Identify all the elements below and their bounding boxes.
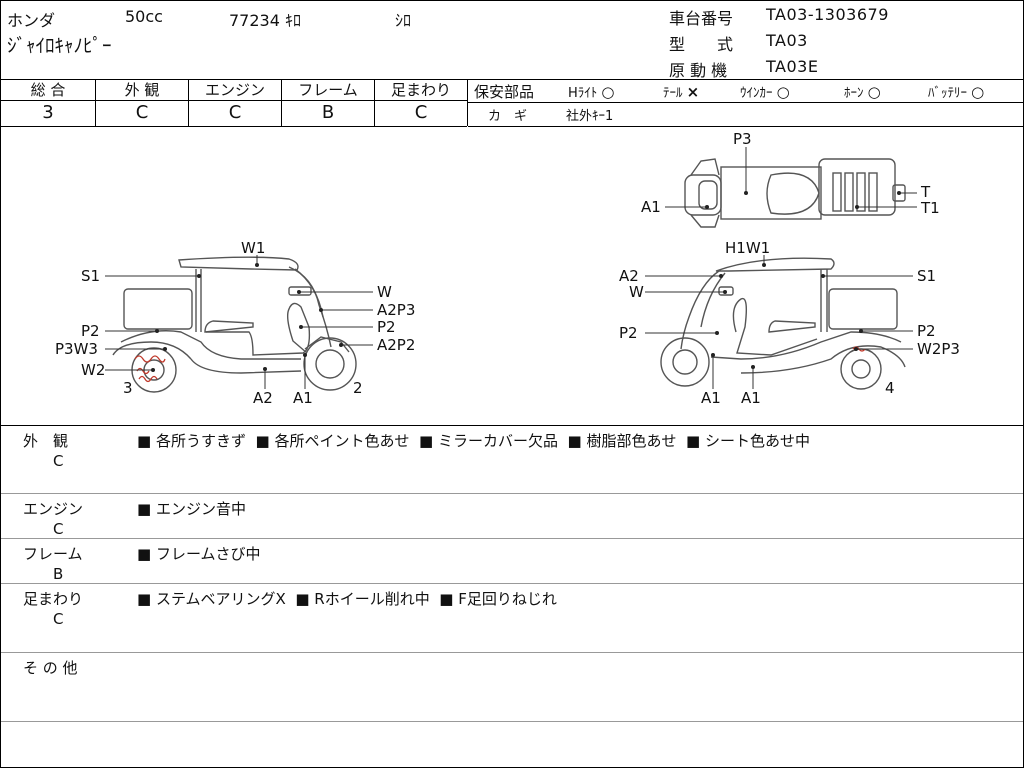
- note-category: 足まわり: [23, 590, 84, 608]
- safety-item: ｳｲﾝｶｰ ○: [740, 83, 790, 101]
- mileage: 77234 ｷﾛ: [229, 11, 301, 30]
- leader-dots: [151, 191, 901, 372]
- grade-table: 総 合 3 外 観 C エンジン C フレーム B 足まわり C: [1, 80, 468, 127]
- grade-value: 3: [42, 102, 54, 123]
- label-w2p3: W2P3: [917, 340, 960, 358]
- type-label: 型 式: [669, 35, 734, 54]
- safety-item: ﾃｰﾙ ×: [663, 83, 700, 101]
- engine-value: TA03E: [766, 57, 819, 76]
- grade-value: B: [321, 102, 335, 123]
- damage-marks: [134, 346, 866, 383]
- type-value: TA03: [766, 31, 808, 50]
- frame-no: TA03-1303679: [766, 5, 889, 24]
- safety-item: ﾊﾞｯﾃﾘｰ ○: [928, 83, 985, 101]
- key-value: 社外ｷｰ1: [566, 109, 614, 124]
- note-items: ■ ステムベアリングX ■ Rホイール削れ中 ■ F足回りねじれ: [137, 590, 557, 608]
- label-w: W: [377, 283, 392, 301]
- label-a2p2: A2P2: [377, 336, 415, 354]
- grade-frame: フレーム B: [282, 80, 375, 126]
- label-a1: A1: [293, 389, 313, 407]
- note-grade: B: [53, 565, 64, 583]
- label-p2-right-front: P2: [619, 324, 638, 342]
- color: ｼﾛ: [395, 11, 412, 30]
- key-row: カ ギ 社外ｷｰ1: [468, 103, 1023, 125]
- label-p3-top: P3: [733, 130, 752, 148]
- label-s1-right: S1: [917, 267, 936, 285]
- note-engine: エンジン C ■ エンジン音中: [1, 494, 1023, 539]
- label-t1: T1: [920, 199, 940, 217]
- note-category: そ の 他: [23, 659, 78, 677]
- label-w1: W1: [241, 239, 265, 257]
- maker: ホンダ: [7, 11, 56, 30]
- grade-value: C: [135, 102, 149, 123]
- note-suspension: 足まわり C ■ ステムベアリングX ■ Rホイール削れ中 ■ F足回りねじれ: [1, 584, 1023, 653]
- label-2: 2: [353, 379, 363, 397]
- engine-label: 原 動 機: [669, 61, 728, 80]
- top-view: [684, 158, 906, 228]
- note-items: ■ 各所うすきず ■ 各所ペイント色あせ ■ ミラーカバー欠品 ■ 樹脂部色あせ…: [137, 432, 810, 450]
- label-3: 3: [123, 379, 133, 397]
- model-name: ｼﾞｬｲﾛｷｬﾉﾋﾟｰ: [7, 35, 112, 57]
- label-h1w1: H1W1: [725, 239, 770, 257]
- frame-no-label: 車台番号: [669, 9, 734, 28]
- note-category: エンジン: [23, 500, 84, 518]
- label-a1-right-1: A1: [701, 389, 721, 407]
- label-w-right: W: [629, 283, 644, 301]
- note-exterior: 外 観 C ■ 各所うすきず ■ 各所ペイント色あせ ■ ミラーカバー欠品 ■ …: [1, 426, 1023, 494]
- displacement: 50cc: [125, 7, 163, 26]
- note-items: ■ エンジン音中: [137, 500, 246, 518]
- note-category: 外 観: [23, 432, 69, 450]
- note-grade: C: [53, 610, 64, 628]
- label-p2-right-rear: P2: [917, 322, 936, 340]
- grade-value: C: [228, 102, 242, 123]
- label-s1: S1: [81, 267, 100, 285]
- grade-label: 足まわり: [375, 80, 467, 101]
- left-side-view: [112, 256, 357, 393]
- vehicle-header: ホンダ 50cc 77234 ｷﾛ ｼﾛ ｼﾞｬｲﾛｷｬﾉﾋﾟｰ 車台番号 TA…: [1, 1, 1023, 80]
- note-grade: C: [53, 520, 64, 538]
- grade-overall: 総 合 3: [1, 80, 96, 126]
- note-category: フレーム: [23, 545, 83, 563]
- safety-item: ﾎｰﾝ ○: [844, 83, 881, 101]
- grade-label: 総 合: [1, 80, 95, 101]
- label-t: T: [920, 183, 931, 201]
- grade-exterior: 外 観 C: [96, 80, 189, 126]
- label-4: 4: [885, 379, 895, 397]
- leader-lines: [105, 147, 917, 389]
- label-p2-rear: P2: [81, 322, 100, 340]
- grade-suspension: 足まわり C: [375, 80, 468, 126]
- safety-title: 保安部品: [474, 83, 535, 101]
- safety-row: 保安部品 Hﾗｲﾄ ○ ﾃｰﾙ × ｳｲﾝｶｰ ○ ﾎｰﾝ ○ ﾊﾞｯﾃﾘｰ ○: [468, 80, 1023, 103]
- safety-parts: 保安部品 Hﾗｲﾄ ○ ﾃｰﾙ × ｳｲﾝｶｰ ○ ﾎｰﾝ ○ ﾊﾞｯﾃﾘｰ ○…: [468, 80, 1023, 127]
- label-a2p3: A2P3: [377, 301, 415, 319]
- note-other: そ の 他: [1, 653, 1023, 722]
- label-a1-top: A1: [641, 198, 661, 216]
- grade-value: C: [414, 102, 428, 123]
- damage-diagram: W1 S1 W A2P3 P2 A2P2 P2 P3W3 W2 3 A2 A1 …: [1, 127, 1023, 426]
- label-p2: P2: [377, 318, 396, 336]
- label-a2-right: A2: [619, 267, 639, 285]
- safety-item: Hﾗｲﾄ ○: [568, 83, 615, 101]
- label-a2: A2: [253, 389, 273, 407]
- note-grade: C: [53, 452, 64, 470]
- note-frame: フレーム B ■ フレームさび中: [1, 539, 1023, 584]
- scooter-diagram: W1 S1 W A2P3 P2 A2P2 P2 P3W3 W2 3 A2 A1 …: [55, 130, 960, 407]
- label-w2: W2: [81, 361, 105, 379]
- key-label: カ ギ: [488, 109, 528, 124]
- note-items: ■ フレームさび中: [137, 545, 261, 563]
- grade-label: フレーム: [282, 80, 374, 101]
- right-side-view: [660, 257, 906, 390]
- grade-engine: エンジン C: [189, 80, 282, 126]
- label-p3w3: P3W3: [55, 340, 98, 358]
- grade-label: 外 観: [96, 80, 188, 101]
- grade-label: エンジン: [189, 80, 281, 101]
- label-a1-right-2: A1: [741, 389, 761, 407]
